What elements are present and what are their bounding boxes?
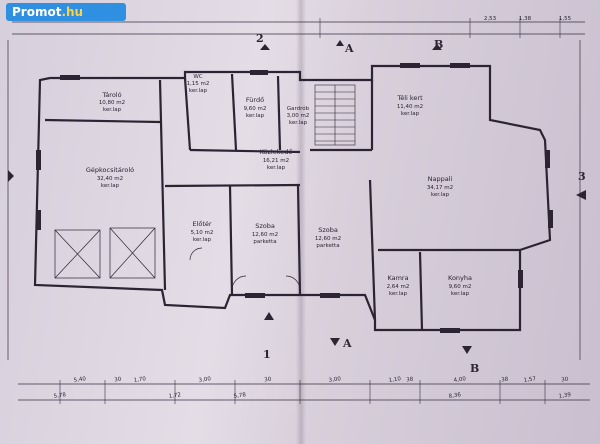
dimension-label: 30 xyxy=(264,376,272,383)
dimension-label: 5,78 xyxy=(233,392,246,400)
dimension-row-2: 5,78 1,72 5,78 8,36 1,39 xyxy=(53,392,571,400)
svg-text:3: 3 xyxy=(578,170,586,183)
svg-text:2,64 m2: 2,64 m2 xyxy=(387,284,410,290)
svg-text:ker.lap: ker.lap xyxy=(451,291,470,297)
page-fold xyxy=(296,0,306,444)
svg-text:1,15 m2: 1,15 m2 xyxy=(187,81,210,87)
svg-text:ker.lap: ker.lap xyxy=(246,113,265,119)
section-marker-a-top: A xyxy=(336,40,354,55)
room-label-furdo: Fürdő 9,60 m2 ker.lap xyxy=(244,95,267,119)
dimension-label: 3,00 xyxy=(328,376,341,384)
dimension-label: 3,00 xyxy=(198,376,211,384)
svg-text:ker.lap: ker.lap xyxy=(289,120,308,126)
section-marker-1: 1 xyxy=(263,312,274,361)
svg-text:Nappali: Nappali xyxy=(428,175,453,183)
promot-watermark: Promot.hu xyxy=(6,3,126,21)
dimension-label: 38 xyxy=(501,376,509,383)
svg-text:A: A xyxy=(342,337,352,350)
svg-text:ker.lap: ker.lap xyxy=(431,192,450,198)
svg-text:5,10 m2: 5,10 m2 xyxy=(191,230,214,236)
room-label-tarolo: Tároló 10,80 m2 ker.lap xyxy=(99,91,125,113)
walls xyxy=(33,64,552,332)
dimension-label: 1,55 xyxy=(559,16,572,22)
section-marker-b-bottom: B xyxy=(462,346,479,375)
svg-text:1: 1 xyxy=(263,348,271,361)
room-label-kozlekedo: Közlekedő 16,21 m2 ker.lap xyxy=(260,147,293,171)
dimension-label: 30 xyxy=(114,376,122,383)
svg-text:ker.lap: ker.lap xyxy=(189,88,208,94)
svg-text:Előtér: Előtér xyxy=(192,219,211,228)
svg-text:Kamra: Kamra xyxy=(387,274,408,282)
svg-text:B: B xyxy=(434,38,443,51)
svg-text:Konyha: Konyha xyxy=(448,274,472,282)
svg-text:B: B xyxy=(470,362,479,375)
svg-text:ker.lap: ker.lap xyxy=(401,111,420,117)
svg-text:10,80 m2: 10,80 m2 xyxy=(99,100,125,106)
dimension-label: 8,36 xyxy=(448,392,461,400)
svg-text:ker.lap: ker.lap xyxy=(267,165,286,171)
svg-text:Gépkocsitároló: Gépkocsitároló xyxy=(86,166,134,174)
svg-text:32,40 m2: 32,40 m2 xyxy=(97,176,123,182)
svg-text:WC: WC xyxy=(193,74,202,80)
svg-text:parketta: parketta xyxy=(253,239,276,245)
svg-text:ker.lap: ker.lap xyxy=(193,237,212,243)
room-label-nappali: Nappali 34,17 m2 ker.lap xyxy=(427,175,453,198)
svg-text:A: A xyxy=(344,42,354,55)
svg-text:ker.lap: ker.lap xyxy=(101,183,120,189)
section-marker-a-bottom: A xyxy=(330,337,352,350)
room-label-eloter: Előtér 5,10 m2 ker.lap xyxy=(191,219,214,243)
room-label-gepkocsitarolo: Gépkocsitároló 32,40 m2 ker.lap xyxy=(86,166,134,189)
room-label-wc: WC 1,15 m2 ker.lap xyxy=(187,74,210,94)
svg-text:Szoba: Szoba xyxy=(255,222,275,230)
svg-text:3,00 m2: 3,00 m2 xyxy=(287,113,310,119)
svg-text:2: 2 xyxy=(256,32,264,45)
window-markers xyxy=(36,63,553,333)
svg-text:Közlekedő: Közlekedő xyxy=(260,147,293,156)
room-label-kamra: Kamra 2,64 m2 ker.lap xyxy=(387,274,410,297)
svg-text:9,60 m2: 9,60 m2 xyxy=(449,284,472,290)
side-marker-left xyxy=(8,170,14,182)
svg-text:ker.lap: ker.lap xyxy=(389,291,408,297)
svg-text:Gardrób: Gardrób xyxy=(287,105,310,112)
dimension-label: 1,70 xyxy=(133,376,146,384)
section-marker-2: 2 xyxy=(256,32,270,50)
dimension-label: 1,72 xyxy=(168,392,181,400)
room-label-gardrob: Gardrób 3,00 m2 ker.lap xyxy=(287,105,310,126)
staircase xyxy=(314,84,356,146)
dimension-label: 30 xyxy=(561,376,569,383)
dimension-label: 2,53 xyxy=(484,16,497,22)
svg-text:34,17 m2: 34,17 m2 xyxy=(427,185,453,191)
svg-text:Szoba: Szoba xyxy=(318,226,338,234)
dimension-label: 1,38 xyxy=(519,16,532,22)
section-marker-3: 3 xyxy=(576,170,586,200)
svg-text:16,21 m2: 16,21 m2 xyxy=(263,158,289,164)
garage-doors xyxy=(54,227,301,291)
svg-text:ker.lap: ker.lap xyxy=(103,107,122,113)
dimension-label: 38 xyxy=(406,376,414,383)
room-label-szoba-1: Szoba 12,60 m2 parketta xyxy=(252,222,278,245)
room-label-teli-kert: Téli kert 11,40 m2 ker.lap xyxy=(396,94,423,117)
dimension-label: 1,57 xyxy=(523,376,536,384)
svg-text:Fürdő: Fürdő xyxy=(246,95,264,104)
svg-text:Tároló: Tároló xyxy=(101,91,121,99)
svg-text:12,60 m2: 12,60 m2 xyxy=(252,232,278,238)
svg-text:Téli kert: Téli kert xyxy=(396,94,423,102)
dimension-row-1: 5,40 30 1,70 3,00 30 3,00 1,10 38 4,00 38 1,57 30 xyxy=(73,376,569,384)
dimension-row-top: 2,53 1,38 1,55 xyxy=(484,16,572,22)
room-label-szoba-2: Szoba 12,60 m2 parketta xyxy=(315,226,341,249)
dimension-lines xyxy=(7,18,590,404)
dimension-label: 1,39 xyxy=(558,392,571,400)
dimension-label: 1,10 xyxy=(388,376,401,384)
svg-text:9,60 m2: 9,60 m2 xyxy=(244,106,267,112)
dimension-label: 4,00 xyxy=(453,376,466,384)
section-marker-b-top: B xyxy=(432,38,443,51)
svg-text:11,40 m2: 11,40 m2 xyxy=(397,104,423,110)
dimension-label: 5,40 xyxy=(73,376,86,384)
svg-text:parketta: parketta xyxy=(316,243,339,249)
dimension-label: 5,78 xyxy=(53,392,66,400)
room-label-konyha: Konyha 9,60 m2 ker.lap xyxy=(448,274,472,297)
svg-text:12,60 m2: 12,60 m2 xyxy=(315,236,341,242)
